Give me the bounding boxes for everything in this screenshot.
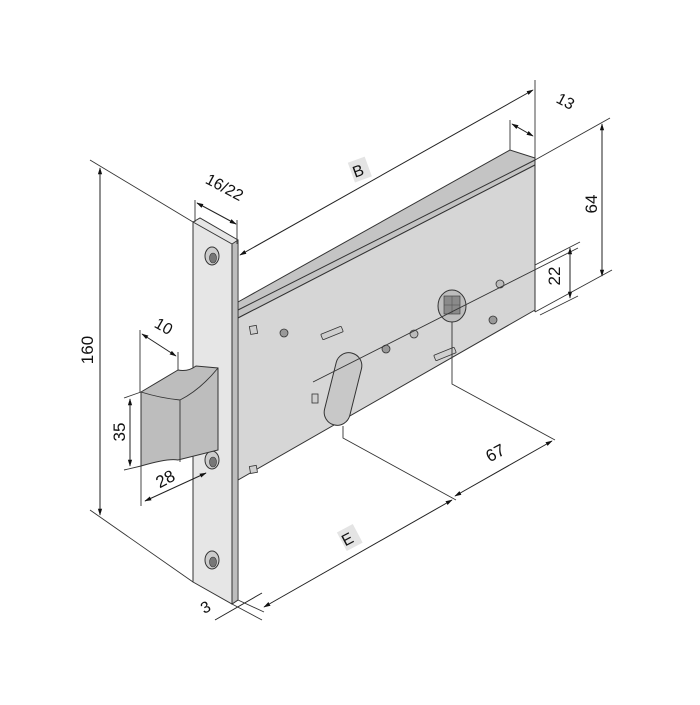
dim-case-thickness: 13 — [509, 90, 577, 150]
dim-label-160: 160 — [78, 336, 97, 364]
screw-hole — [488, 315, 498, 325]
dim-label-67: 67 — [483, 440, 509, 466]
screw-hole — [279, 328, 289, 338]
dim-label-10: 10 — [151, 315, 175, 339]
cylinder-cutout — [323, 352, 363, 426]
dim-latch-height: 35 — [110, 391, 142, 471]
slot — [433, 346, 457, 362]
dim-label-28: 28 — [153, 466, 179, 492]
dim-case-height: 64 — [534, 117, 613, 313]
screw-hole — [495, 279, 505, 289]
square-hole — [311, 393, 319, 404]
slot — [320, 325, 344, 341]
faceplate-screw-hole — [204, 450, 220, 470]
faceplate-screw-hole — [204, 550, 220, 570]
square-hole — [248, 464, 258, 474]
lock-case — [237, 149, 579, 481]
dim-label-22: 22 — [545, 267, 564, 286]
dim-label-16-22: 16/22 — [202, 171, 245, 205]
dim-backset-b: B — [239, 80, 536, 256]
dim-faceplate-height: 160 — [78, 159, 194, 583]
faceplate-screw-hole — [204, 246, 220, 266]
dim-label-35: 35 — [110, 423, 129, 442]
square-hole — [248, 324, 259, 335]
dim-label-3: 3 — [198, 598, 214, 617]
dim-backset-e: E — [263, 499, 453, 608]
dim-latch-projection: 10 — [139, 315, 179, 392]
dim-label-13: 13 — [553, 90, 577, 113]
latch-bolt — [140, 365, 219, 467]
dim-label-64: 64 — [582, 195, 601, 214]
dim-spindle-offset: 22 — [534, 241, 581, 316]
